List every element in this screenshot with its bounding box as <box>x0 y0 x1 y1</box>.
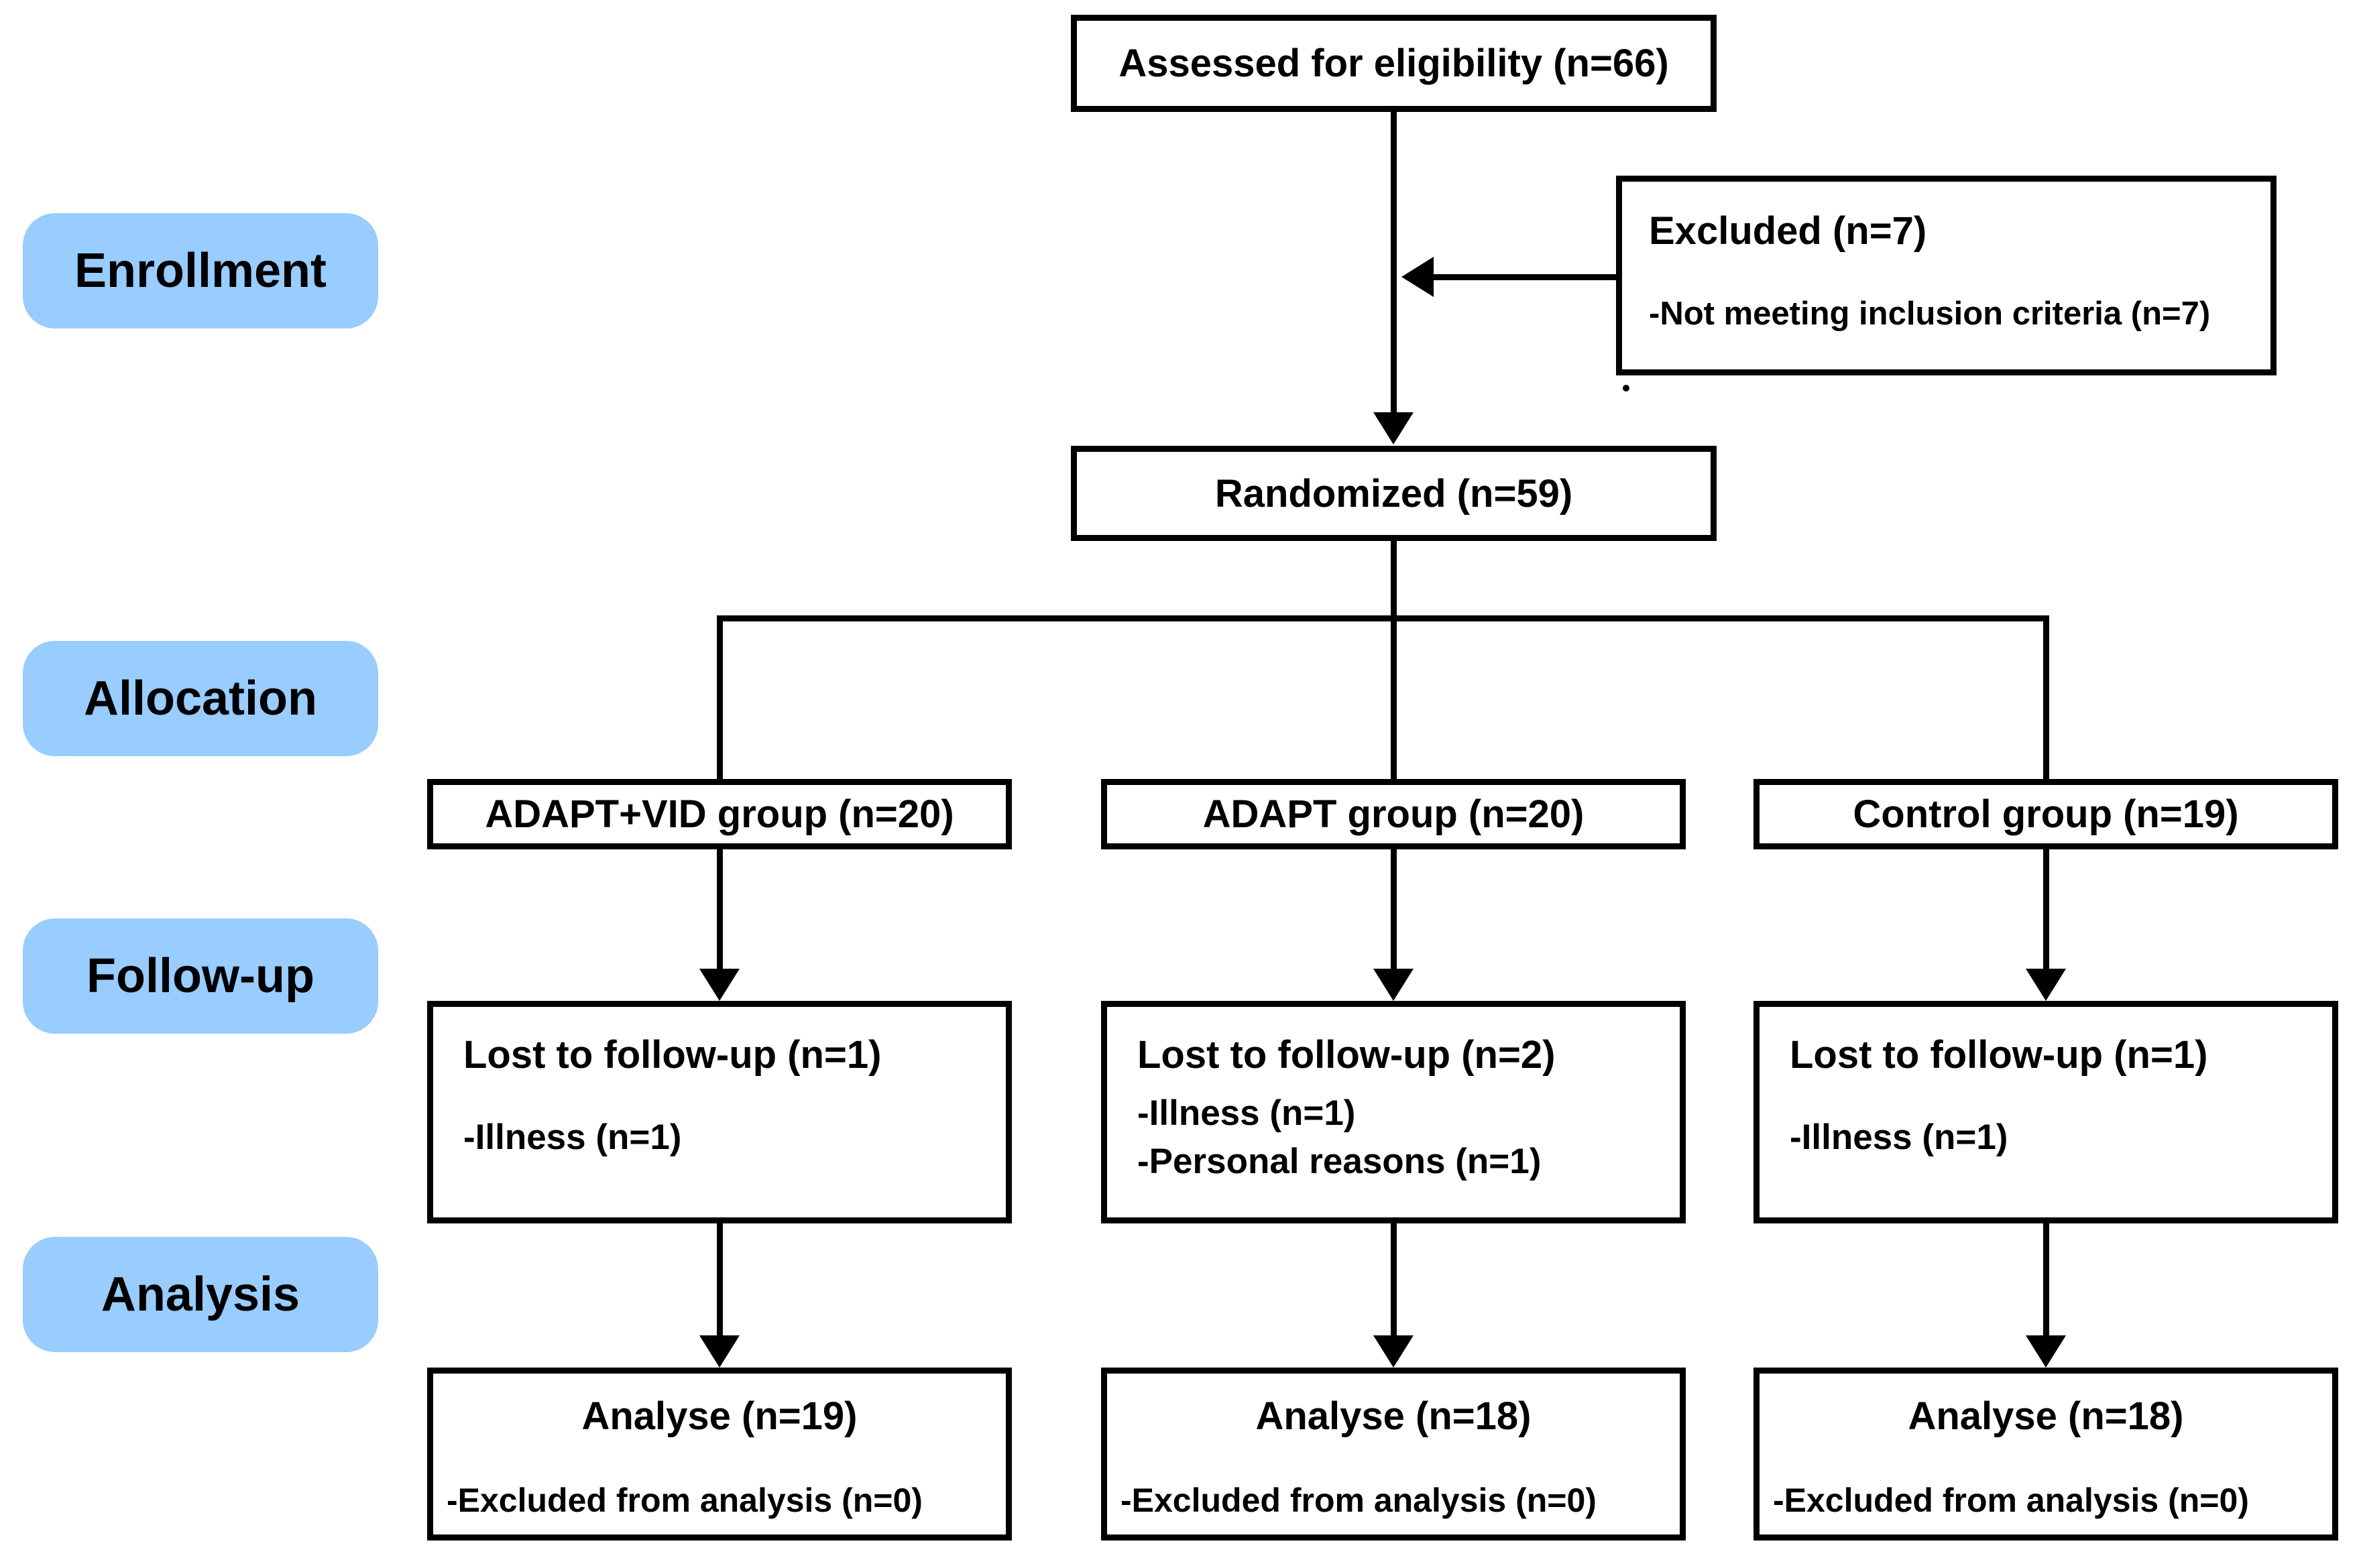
connector-control-to-analysis <box>2043 1220 2049 1339</box>
stage-label-analysis: Analysis <box>23 1237 378 1352</box>
stray-mark <box>1623 385 1629 391</box>
allocation-control-text: Control group (n=19) <box>1853 792 2239 836</box>
connector-adapt-vid-to-analysis <box>717 1220 723 1339</box>
randomized-box: Randomized (n=59) <box>1071 446 1717 541</box>
followup-box-adapt-vid: Lost to follow-up (n=1) -Illness (n=1) <box>427 1001 1012 1223</box>
followup-box-control: Lost to follow-up (n=1) -Illness (n=1) <box>1753 1001 2338 1223</box>
excluded-reason: -Not meeting inclusion criteria (n=7) <box>1649 296 2211 332</box>
analysis-box-adapt: Analyse (n=18) -Excluded from analysis (… <box>1101 1368 1686 1541</box>
connector-adapt-vid-to-followup <box>717 845 723 972</box>
followup-control-title: Lost to follow-up (n=1) <box>1790 1033 2208 1077</box>
stage-label-allocation-text: Allocation <box>83 672 317 725</box>
connector-assessed-to-randomized <box>1391 107 1397 416</box>
followup-adapt-vid-title: Lost to follow-up (n=1) <box>463 1033 882 1077</box>
allocation-box-adapt: ADAPT group (n=20) <box>1101 779 1686 849</box>
followup-box-adapt: Lost to follow-up (n=2) -Illness (n=1) -… <box>1101 1001 1686 1223</box>
connector-split-to-control <box>2043 615 2049 785</box>
analysis-adapt-vid-note: -Excluded from analysis (n=0) <box>447 1482 923 1519</box>
analysis-adapt-note: -Excluded from analysis (n=0) <box>1120 1482 1597 1519</box>
arrowhead-into-analysis-adapt-vid <box>699 1335 740 1368</box>
allocation-adapt-vid-text: ADAPT+VID group (n=20) <box>485 792 954 836</box>
allocation-adapt-text: ADAPT group (n=20) <box>1202 792 1585 836</box>
arrowhead-into-analysis-adapt <box>1373 1335 1414 1368</box>
randomized-text: Randomized (n=59) <box>1214 471 1573 516</box>
arrowhead-into-followup-control <box>2026 969 2066 1001</box>
connector-control-to-followup <box>2043 845 2049 972</box>
stage-label-analysis-text: Analysis <box>101 1268 300 1321</box>
analysis-box-control: Analyse (n=18) -Excluded from analysis (… <box>1753 1368 2338 1541</box>
connector-randomized-to-split <box>1391 536 1397 621</box>
analysis-control-note: -Excluded from analysis (n=0) <box>1773 1482 2249 1519</box>
excluded-box: Excluded (n=7) -Not meeting inclusion cr… <box>1616 176 2277 375</box>
stage-label-enrollment-text: Enrollment <box>74 244 327 298</box>
stage-label-followup: Follow-up <box>23 918 378 1034</box>
followup-control-reason-1: -Illness (n=1) <box>1790 1117 2008 1157</box>
analysis-control-title: Analyse (n=18) <box>1908 1394 2184 1438</box>
arrowhead-into-followup-adapt <box>1373 969 1414 1001</box>
arrowhead-into-analysis-control <box>2026 1335 2066 1368</box>
stage-label-allocation: Allocation <box>23 641 378 756</box>
assessed-eligibility-text: Assessed for eligibility (n=66) <box>1118 42 1669 85</box>
connector-split-to-adapt <box>1391 615 1397 785</box>
followup-adapt-reason-2: -Personal reasons (n=1) <box>1137 1141 1542 1181</box>
followup-adapt-title: Lost to follow-up (n=2) <box>1137 1033 1556 1077</box>
connector-adapt-to-analysis <box>1391 1220 1397 1339</box>
stage-label-enrollment: Enrollment <box>23 213 378 328</box>
excluded-title: Excluded (n=7) <box>1649 209 1927 253</box>
connector-adapt-to-followup <box>1391 845 1397 972</box>
arrowhead-into-followup-adapt-vid <box>699 969 740 1001</box>
arrowhead-into-main-line <box>1401 257 1434 297</box>
allocation-box-control: Control group (n=19) <box>1753 779 2338 849</box>
followup-adapt-reason-1: -Illness (n=1) <box>1137 1093 1356 1133</box>
followup-adapt-vid-reason-1: -Illness (n=1) <box>463 1117 682 1157</box>
analysis-adapt-title: Analyse (n=18) <box>1255 1394 1532 1438</box>
assessed-eligibility-box: Assessed for eligibility (n=66) <box>1071 15 1717 112</box>
split-line <box>717 615 2049 621</box>
connector-excluded-line <box>1430 274 1616 280</box>
followup-adapt-reasons: -Illness (n=1) -Personal reasons (n=1) <box>1137 1077 1666 1197</box>
analysis-box-adapt-vid: Analyse (n=19) -Excluded from analysis (… <box>427 1368 1012 1541</box>
arrowhead-into-randomized <box>1373 412 1414 444</box>
analysis-adapt-vid-title: Analyse (n=19) <box>581 1394 858 1438</box>
stage-label-followup-text: Follow-up <box>87 949 314 1003</box>
connector-split-to-adapt-vid <box>717 615 723 785</box>
allocation-box-adapt-vid: ADAPT+VID group (n=20) <box>427 779 1012 849</box>
followup-adapt-vid-reasons: -Illness (n=1) <box>463 1077 992 1197</box>
followup-control-reasons: -Illness (n=1) <box>1790 1077 2319 1197</box>
